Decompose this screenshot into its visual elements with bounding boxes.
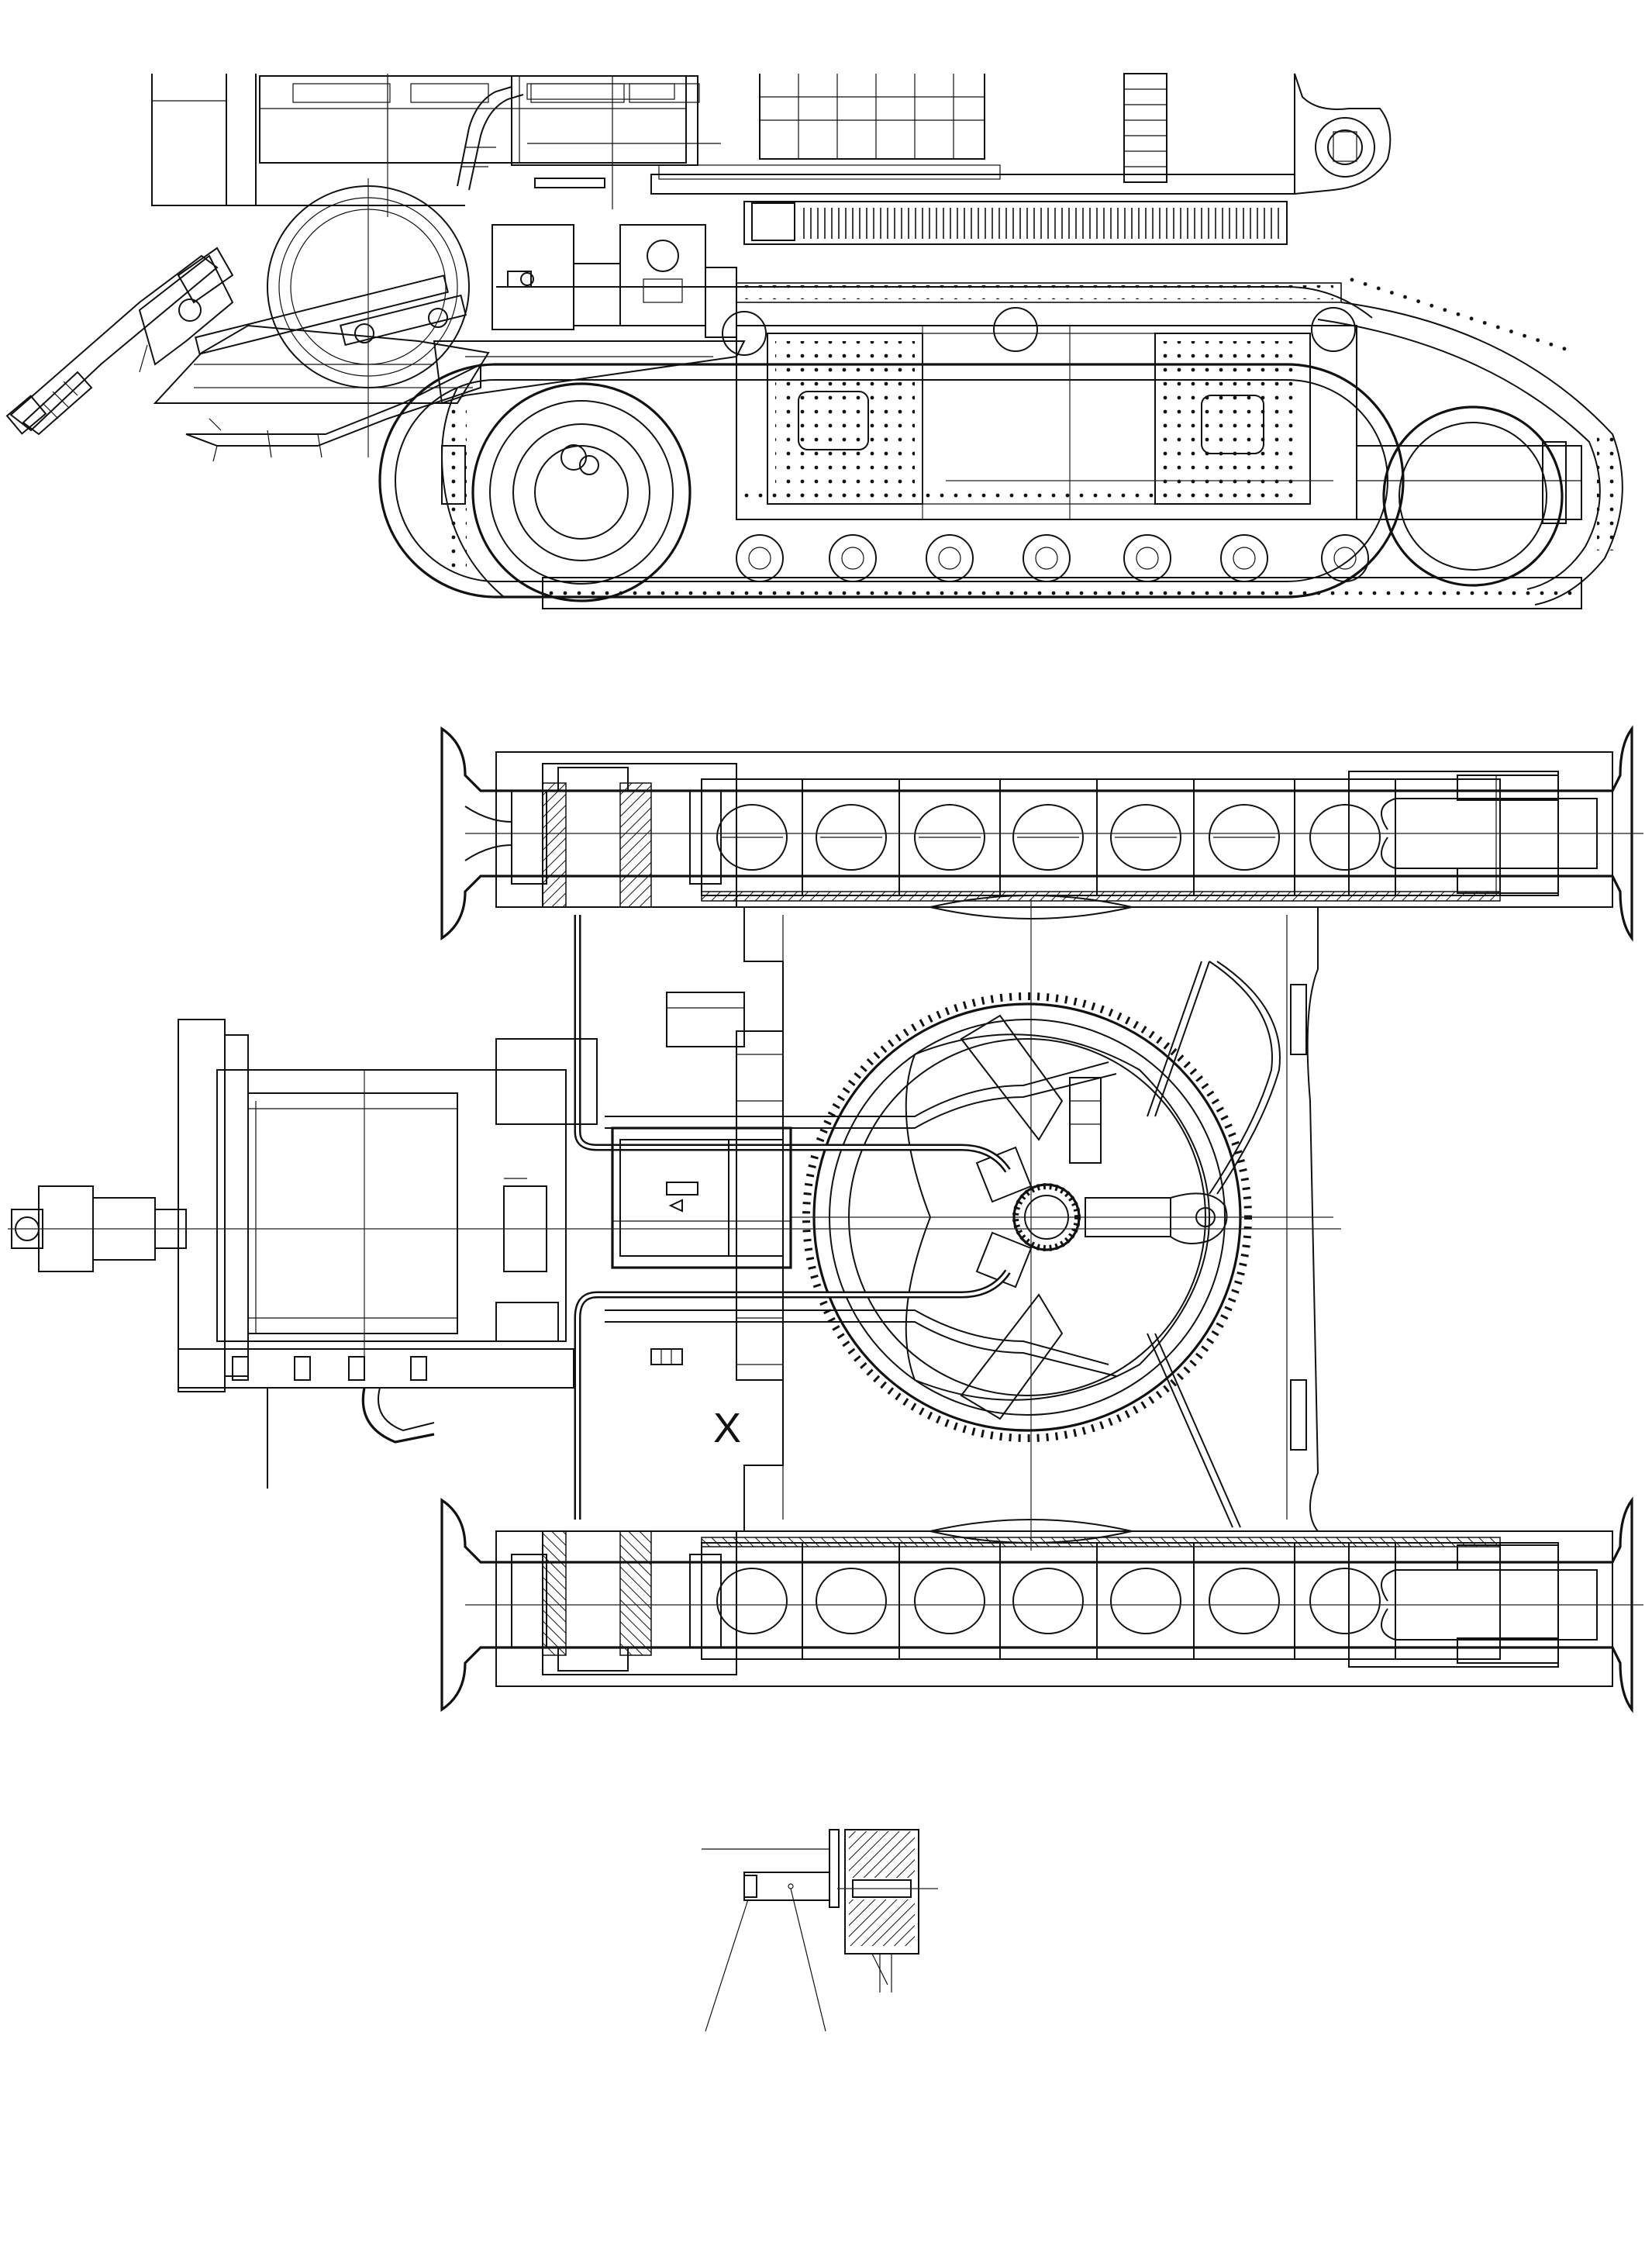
upper-house: [151, 73, 1392, 245]
center-machinery: [433, 224, 746, 405]
track-cells-top: [701, 778, 1501, 902]
ladder-arm: [5, 247, 490, 462]
hydraulic-hoses: [574, 915, 1281, 1520]
plan-view: X: [8, 725, 1643, 1713]
section-marker-label: X: [713, 1405, 741, 1451]
track-frame-bottom: [440, 1496, 1643, 1713]
swing-ring: [791, 961, 1333, 1528]
cable-reel-plan: [8, 992, 1341, 1489]
side-elevation-view: [5, 73, 1623, 609]
bottom-rollers: [736, 534, 1369, 582]
car-body: [743, 895, 1320, 1551]
cable-reel: [267, 178, 470, 457]
detail-x-view: [702, 1829, 938, 2032]
crawler-track-side: [378, 271, 1623, 609]
